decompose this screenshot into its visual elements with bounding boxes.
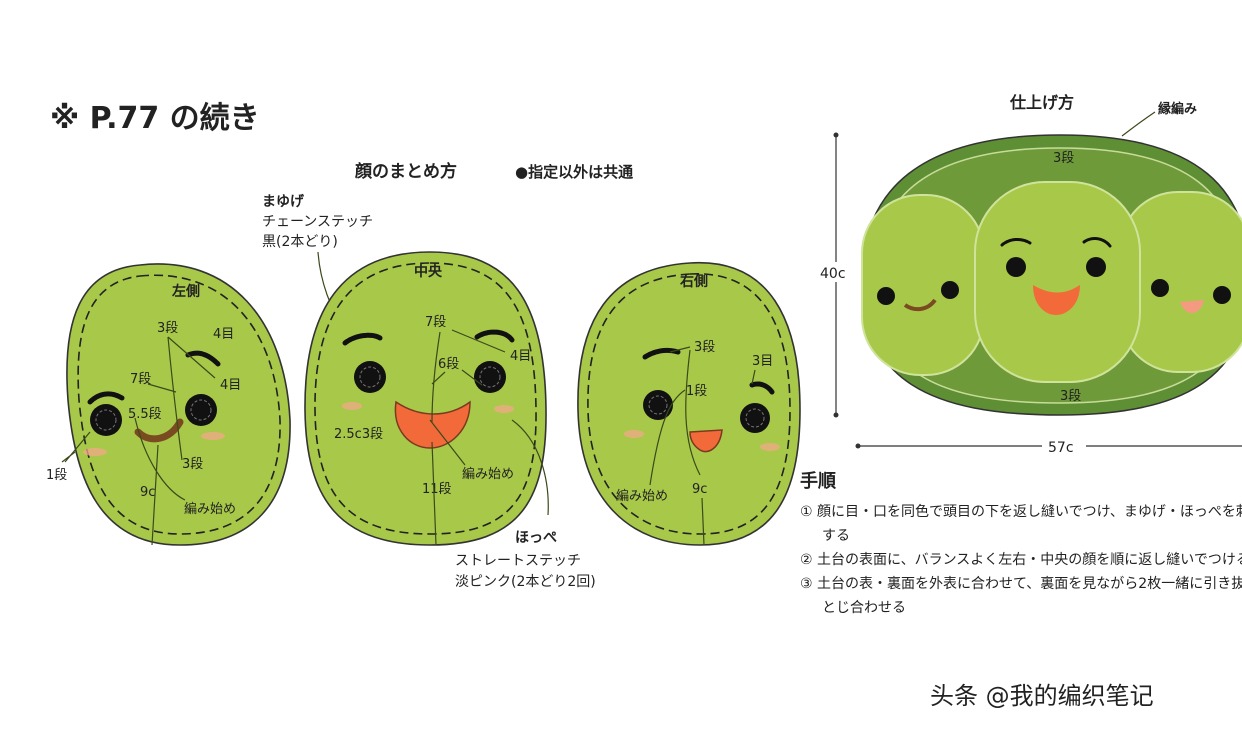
right-label: 1段	[686, 384, 707, 399]
eyebrow-stitch: チェーンステッチ	[262, 214, 373, 230]
width-dimension: 57c	[1048, 440, 1074, 456]
procedure: 手順 ① 顔に目・口を同色で頭目の下を返し縫いでつけ、まゆげ・ほっぺを刺しゅうす…	[800, 470, 1242, 620]
edge-label: 縁編み	[1158, 101, 1197, 117]
top-rows-label: 3段	[1053, 151, 1074, 166]
center-face: 中央 7段 4目 6段 2.5c3段 編み始め 11段	[304, 251, 547, 546]
right-face: 右側 3段 3目 1段 編み始め 9c	[577, 262, 801, 546]
left-label: 4目	[213, 327, 234, 342]
left-label: 3段	[157, 321, 178, 336]
page-title: ※ P.77 の続き	[50, 101, 260, 136]
common-note: ●指定以外は共通	[515, 163, 633, 181]
procedure-title: 手順	[800, 471, 836, 492]
cheek-color: 淡ピンク(2本どり2回)	[455, 574, 596, 590]
finished-piece: 仕上げ方 縁編み 3段 3段 40c 57c	[818, 93, 1242, 456]
left-label: 9c	[140, 485, 155, 500]
left-label: 5.5段	[128, 407, 162, 422]
right-label: 3段	[694, 340, 715, 355]
right-face-title: 右側	[679, 273, 708, 290]
eyebrow-label: まゆげ	[262, 194, 305, 210]
center-label: 2.5c3段	[334, 427, 383, 442]
right-label: 9c	[692, 482, 707, 497]
cheek-label: ほっぺ	[515, 530, 557, 546]
right-label: 3目	[752, 354, 773, 369]
cheek-leader	[511, 419, 549, 516]
center-face-title: 中央	[414, 263, 443, 280]
center-label: 6段	[438, 357, 459, 372]
center-label: 11段	[422, 482, 452, 497]
height-dimension: 40c	[820, 266, 846, 282]
bottom-rows-label: 3段	[1060, 389, 1081, 404]
left-label: 1段	[46, 468, 67, 483]
center-label: 7段	[425, 315, 446, 330]
procedure-step: ③ 土台の表・裏面を外表に合わせて、裏面を見ながら2枚一緒に引き抜き編みでとじ合…	[800, 576, 1242, 616]
left-label: 編み始め	[184, 501, 236, 517]
procedure-step: ① 顔に目・口を同色で頭目の下を返し縫いでつけ、まゆげ・ほっぺを刺しゅうする	[800, 504, 1242, 544]
cheek-stitch: ストレートステッチ	[455, 553, 581, 569]
procedure-step: ② 土台の表面に、バランスよく左右・中央の顔を順に返し縫いでつける	[800, 552, 1242, 568]
left-label: 7段	[130, 372, 151, 387]
left-face-title: 左側	[171, 283, 200, 300]
finish-title: 仕上げ方	[1009, 93, 1074, 112]
watermark: 头条 @我的编织笔记	[930, 682, 1154, 710]
section-title: 顔のまとめ方	[354, 161, 457, 182]
left-label: 3段	[182, 457, 203, 472]
center-label: 編み始め	[462, 466, 514, 482]
left-label: 4目	[220, 378, 241, 393]
right-label: 編み始め	[616, 488, 668, 504]
eyebrow-color: 黒(2本どり)	[262, 234, 338, 250]
center-label: 4目	[510, 349, 531, 364]
left-face: 左側 3段 4目 4目 7段 5.5段 1段 3段 9c 編み始め	[46, 263, 291, 546]
